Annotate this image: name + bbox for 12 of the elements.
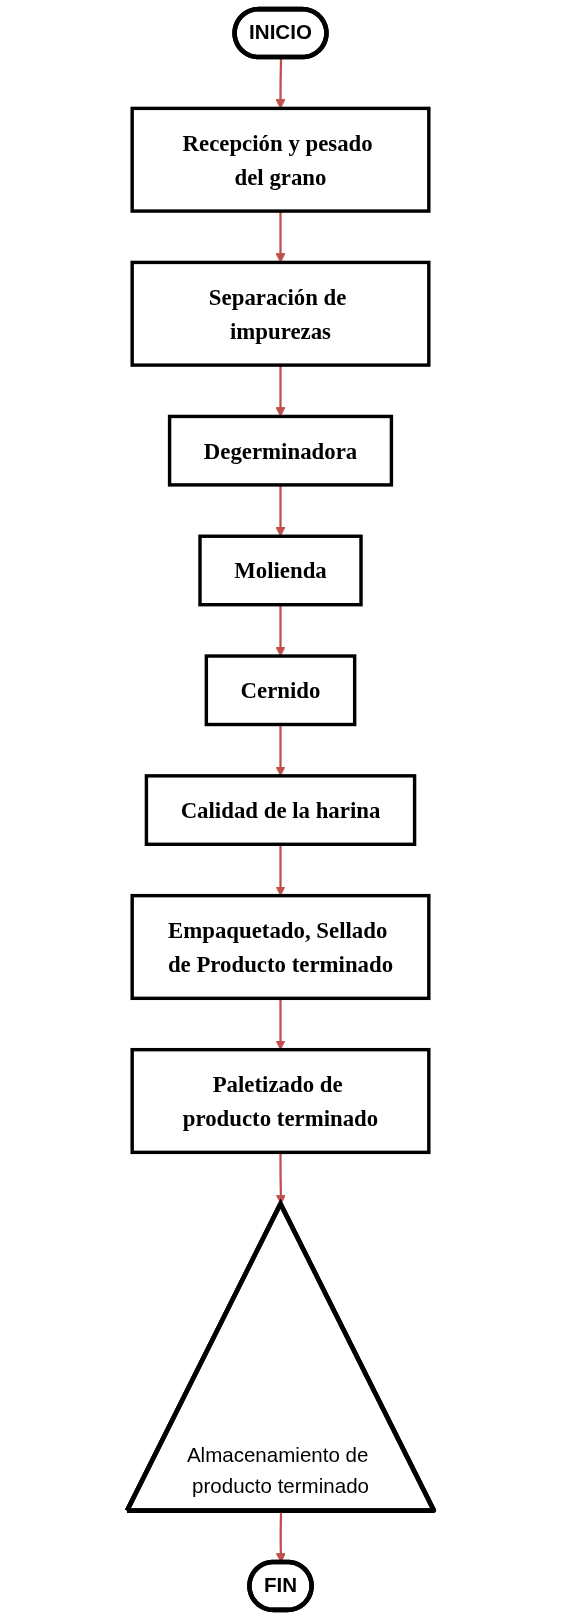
node-box: Recepción y pesado del grano: [130, 106, 431, 213]
node-box: Degerminadora: [167, 414, 394, 487]
node-box: Calidad de la harina: [144, 774, 417, 846]
node-box: Paletizado de producto terminado: [130, 1047, 431, 1155]
arrow: [275, 604, 286, 657]
arrow: [275, 365, 286, 417]
node-box: Separación de impurezas: [130, 260, 431, 367]
node-box: Cernido: [204, 654, 357, 727]
node-box: Empaquetado, Sellado de Producto terminado: [130, 893, 431, 1001]
node-box: Molienda: [198, 534, 363, 607]
arrow: [275, 211, 286, 263]
arrow: [275, 484, 286, 537]
